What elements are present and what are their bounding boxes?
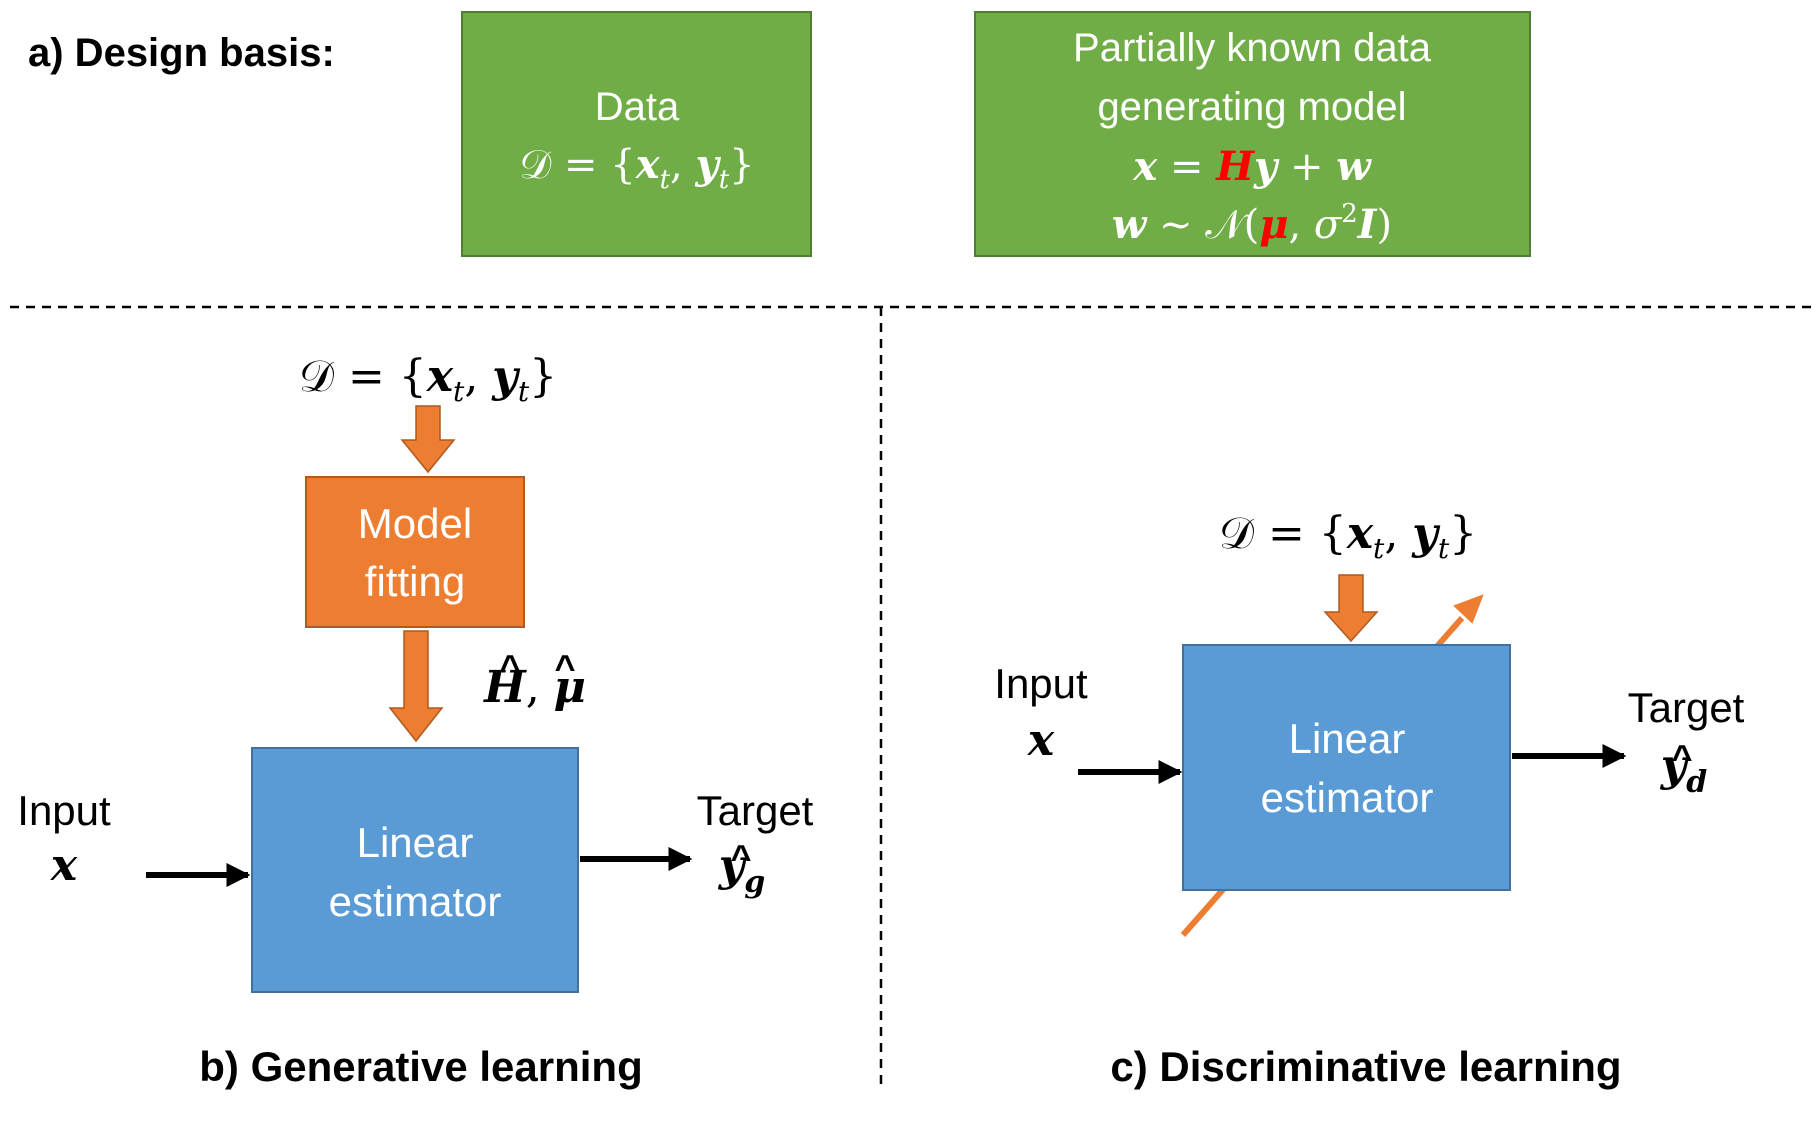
- discriminative-target-label: Target: [1628, 684, 1745, 731]
- discriminative-estimator-box: [1182, 644, 1511, 891]
- discriminative-estimator-label-1: Linear: [1289, 715, 1406, 762]
- section-b-title: b) Generative learning: [199, 1043, 642, 1090]
- discriminative-input-symbol: x: [1027, 715, 1055, 766]
- adjustable-arrow-head: [1453, 594, 1484, 624]
- model-fitting-box: [305, 476, 525, 628]
- model-equation-1: x = Hy + w: [1132, 143, 1372, 190]
- model-equation-2: w ~ 𝒩(μ, σ2I): [1112, 199, 1392, 248]
- generative-target-symbol: yg: [718, 840, 766, 900]
- data-box-label: Data: [595, 85, 680, 129]
- discriminative-input-label: Input: [994, 660, 1088, 707]
- model-fitting-label-2: fitting: [365, 558, 465, 605]
- discriminative-estimator-label-2: estimator: [1261, 774, 1434, 821]
- model-box: [974, 11, 1531, 257]
- data-box: [461, 11, 812, 257]
- generative-estimator-box: [251, 747, 579, 993]
- dataset-to-discriminative-arrow: [1323, 574, 1379, 643]
- H-hat-accent: ^: [499, 647, 520, 688]
- data-box-equation: 𝒟 = {xt, yt}: [519, 141, 754, 195]
- discriminative-target-hat: ^: [1671, 737, 1692, 778]
- fitting-to-estimator-arrow: [388, 630, 444, 743]
- generative-input-label: Input: [17, 787, 111, 834]
- discriminative-target-symbol: yd: [1660, 740, 1708, 800]
- section-c-title: c) Discriminative learning: [1110, 1043, 1621, 1090]
- generative-estimator-label-2: estimator: [329, 878, 502, 925]
- section-c-dataset: 𝒟 = {xt, yt}: [1219, 508, 1477, 565]
- model-box-line2: generating model: [1097, 85, 1406, 129]
- section-a-title: a) Design basis:: [28, 31, 335, 75]
- section-b-dataset: 𝒟 = {xt, yt}: [299, 351, 557, 408]
- generative-target-hat: ^: [730, 837, 751, 878]
- mu-hat-accent: ^: [554, 647, 575, 688]
- generative-input-symbol: x: [50, 840, 78, 891]
- generative-estimator-label-1: Linear: [357, 819, 474, 866]
- dataset-to-fitting-arrow: [400, 405, 456, 474]
- model-fitting-label-1: Model: [358, 500, 472, 547]
- estimated-params: H, μ: [482, 662, 586, 713]
- generative-target-label: Target: [697, 787, 814, 834]
- model-box-line1: Partially known data: [1073, 26, 1432, 70]
